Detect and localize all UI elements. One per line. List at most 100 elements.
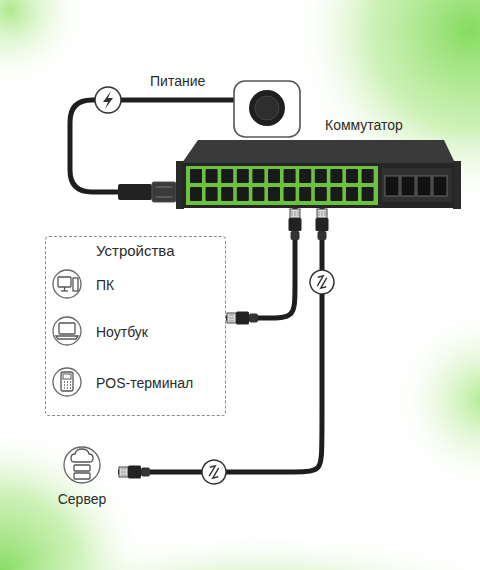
ethernet-port (206, 169, 218, 183)
ethernet-port (190, 187, 202, 201)
sfp-port (433, 176, 447, 196)
power-symbol (95, 87, 121, 113)
ethernet-port (252, 187, 264, 201)
ethernet-port (362, 187, 374, 201)
socket-outline (234, 81, 300, 137)
plug-body (316, 218, 329, 231)
exchange-arrows (206, 464, 222, 480)
device-item: Ноутбук (56, 316, 216, 348)
ethernet-port (252, 169, 264, 183)
plug-contacts (229, 315, 234, 321)
plug-tip (290, 209, 300, 218)
plug-boot (249, 314, 258, 323)
plug-boot (141, 468, 150, 477)
ethernet-port (346, 187, 358, 201)
connector-body (118, 184, 152, 200)
node-label: ПК (96, 269, 114, 301)
ethernet-port (362, 169, 374, 183)
ethernet-port (221, 169, 233, 183)
ethernet-port (190, 169, 202, 183)
monitor-stand (61, 290, 68, 291)
terminal-screen (63, 374, 71, 379)
laptop-screen (59, 323, 75, 334)
data-symbol (306, 266, 339, 299)
plug-contacts (292, 211, 298, 216)
sfp-port (385, 176, 399, 196)
data-symbol (198, 456, 231, 489)
plug-boot (291, 231, 300, 240)
node-label: Сервер (46, 491, 118, 507)
icon-circle (53, 317, 81, 345)
c13-connector (118, 182, 176, 202)
symbol-circle (306, 266, 339, 299)
ports (190, 169, 374, 201)
sfp-panel (382, 168, 452, 202)
ethernet-port (315, 187, 327, 201)
device-item: ПК (56, 269, 216, 301)
green-blob (290, 0, 480, 210)
plug-tip (119, 467, 128, 477)
server-icon (64, 447, 100, 483)
plug-tip (227, 313, 236, 323)
lightning (103, 91, 113, 109)
node-label: Ноутбук (96, 316, 148, 348)
plug-tip (317, 209, 327, 218)
group-heading: Устройства (96, 242, 174, 259)
cloud (71, 449, 93, 462)
plug-body (236, 312, 249, 325)
ethernet-port (284, 169, 296, 183)
rj45-plug (289, 209, 302, 240)
cable-label: Питание (150, 73, 205, 89)
exchange-arrows (314, 274, 330, 290)
symbol-circle (198, 456, 231, 489)
plug-contacts (319, 211, 325, 216)
device-group: УстройстваПКНоутбукPOS-терминал (45, 236, 226, 416)
green-blob (0, 530, 480, 570)
green-blob (0, 0, 90, 90)
ethernet-port (237, 187, 249, 201)
ethernet-port (237, 169, 249, 183)
connector-tip (152, 182, 176, 202)
ethernet-port (268, 169, 280, 183)
server-node: Сервер (46, 443, 118, 511)
icon-circle (53, 368, 81, 396)
switch-front (182, 163, 455, 208)
terminal-body (61, 372, 73, 391)
ethernet-port (346, 169, 358, 183)
green-blob (390, 305, 480, 495)
ethernet-port (284, 187, 296, 201)
plug-body (289, 218, 302, 231)
ethernet-port (221, 187, 233, 201)
rj45-plug (227, 312, 258, 325)
icon-circle (53, 270, 81, 298)
rj45-plug (316, 209, 329, 240)
tower (73, 278, 78, 291)
sfp-port (401, 176, 415, 196)
monitor (58, 277, 71, 287)
pos-icon (53, 368, 81, 396)
ethernet-port (315, 169, 327, 183)
ethernet-port (206, 187, 218, 201)
port-panel (186, 166, 378, 205)
pc-icon (53, 270, 81, 298)
plug-face (255, 96, 279, 120)
laptop-base (56, 336, 78, 339)
ethernet-port (299, 169, 311, 183)
laptop-icon (53, 317, 81, 345)
ethernet-port (268, 187, 280, 201)
switch-illustration (176, 140, 461, 209)
node-label: Коммутатор (325, 117, 403, 133)
switch-node: Коммутатор (182, 140, 455, 208)
rj45-plug (119, 466, 150, 479)
icon-circle (64, 447, 100, 483)
power-socket (234, 81, 300, 137)
keypad (64, 382, 71, 388)
plug (249, 90, 285, 126)
server-unit (74, 465, 90, 471)
ethernet-port (330, 187, 342, 201)
